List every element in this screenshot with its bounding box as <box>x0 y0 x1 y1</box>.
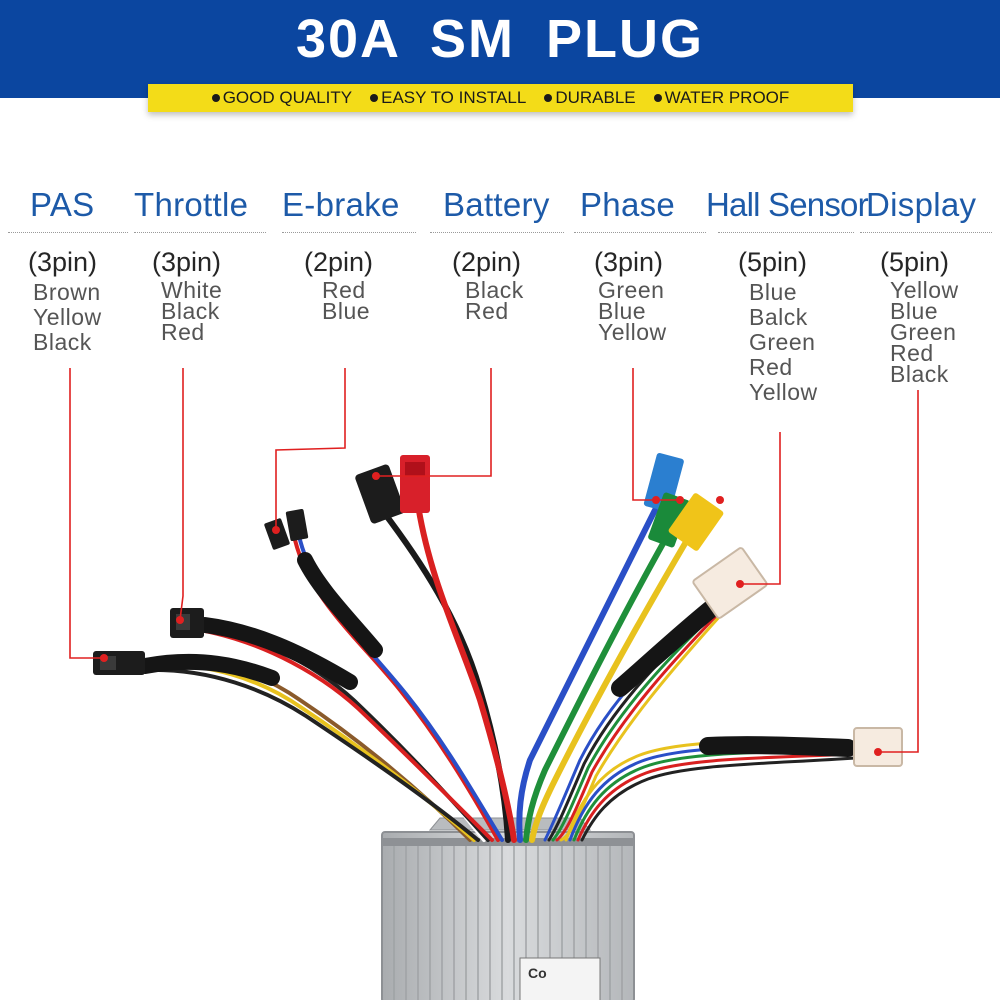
wire-color: Black <box>161 298 220 324</box>
divider <box>718 232 854 233</box>
connector-display: Display (5pin) Yellow Blue Green Red Bla… <box>860 186 992 387</box>
wire-color: Red <box>322 277 366 303</box>
divider <box>574 232 706 233</box>
wire-color: Yellow <box>890 277 959 303</box>
wire-color: Yellow <box>598 319 667 345</box>
connector-battery: Battery (2pin) Black Red <box>430 186 564 324</box>
wire-list: Brown Yellow Black <box>8 280 128 355</box>
pin-count: (5pin) <box>880 247 950 277</box>
wire-color: Black <box>890 361 949 387</box>
wire-color: Blue <box>749 279 798 305</box>
plug-hall-sensor <box>692 547 768 619</box>
divider <box>8 232 128 233</box>
pin-count: (3pin) <box>28 247 98 277</box>
feature-item: DURABLE <box>544 88 636 108</box>
wire-bundle <box>137 502 857 843</box>
wire-color: Red <box>890 340 934 366</box>
connector-hall-sensor: Hall Sensor (5pin) Blue Balck Green Red … <box>706 186 869 405</box>
connector-name: E-brake <box>282 186 400 223</box>
wire-color: Yellow <box>33 304 102 330</box>
connector-name: Hall Sensor <box>706 186 869 223</box>
bullet-icon <box>653 93 662 102</box>
wire-color: Black <box>33 329 92 355</box>
pin-count: (2pin) <box>304 247 374 277</box>
plug-throttle <box>170 608 204 638</box>
wire-color: Yellow <box>749 379 818 405</box>
pin-count: (2pin) <box>452 247 522 277</box>
bullet-icon <box>211 93 220 102</box>
divider <box>134 232 266 233</box>
divider <box>860 232 992 233</box>
wire-color: Red <box>465 298 509 324</box>
connector-pas: PAS (3pin) Brown Yellow Black <box>8 186 128 355</box>
feature-item: GOOD QUALITY <box>211 88 352 108</box>
connector-name: Throttle <box>134 186 249 223</box>
divider <box>282 232 416 233</box>
bullet-icon <box>544 93 553 102</box>
feature-ribbon: GOOD QUALITY EASY TO INSTALL DURABLE WAT… <box>148 84 853 112</box>
connector-phase: Phase (3pin) Green Blue Yellow <box>574 186 706 345</box>
wire-list: Green Blue Yellow <box>574 277 706 345</box>
wire-color: Blue <box>322 298 371 324</box>
bullet-icon <box>370 93 379 102</box>
wire-color: Green <box>598 277 665 303</box>
wire-color: Blue <box>598 298 647 324</box>
wire-list: Yellow Blue Green Red Black <box>860 277 992 387</box>
wire-list: Black Red <box>430 277 564 324</box>
pin-count: (3pin) <box>152 247 222 277</box>
connector-name: Display <box>866 186 977 223</box>
pin-count: (3pin) <box>594 247 664 277</box>
header-banner <box>0 0 1000 98</box>
wire-color: Red <box>749 354 793 380</box>
plug-display <box>853 727 903 767</box>
plug-ebrake <box>264 508 309 550</box>
feature-item: WATER PROOF <box>653 88 789 108</box>
plug-battery <box>355 455 430 524</box>
wire-color: Green <box>890 319 957 345</box>
wire-list: White Black Red <box>134 277 266 345</box>
feature-item: EASY TO INSTALL <box>370 88 526 108</box>
controller-label: Co <box>528 965 547 981</box>
connector-throttle: Throttle (3pin) White Black Red <box>134 186 266 345</box>
wire-color: Blue <box>890 298 939 324</box>
wire-color: Balck <box>749 304 808 330</box>
wire-color: White <box>161 277 223 303</box>
leader-markers <box>100 472 882 756</box>
connector-name: PAS <box>30 186 95 223</box>
page-title: 30A SM PLUG <box>295 9 705 69</box>
wire-color: Black <box>465 277 524 303</box>
wire-color: Red <box>161 319 205 345</box>
wire-color: Brown <box>33 279 101 305</box>
leader-lines <box>69 368 919 753</box>
divider <box>430 232 564 233</box>
controller-box: Co <box>381 817 635 1000</box>
plug-pas <box>93 651 145 675</box>
wire-list: Red Blue <box>282 277 416 324</box>
pin-count: (5pin) <box>738 247 808 277</box>
connector-name: Battery <box>443 186 550 223</box>
wire-list: Blue Balck Green Red Yellow <box>706 280 854 405</box>
wire-color: Green <box>749 329 816 355</box>
connector-name: Phase <box>580 186 676 223</box>
connector-ebrake: E-brake (2pin) Red Blue <box>282 186 416 324</box>
